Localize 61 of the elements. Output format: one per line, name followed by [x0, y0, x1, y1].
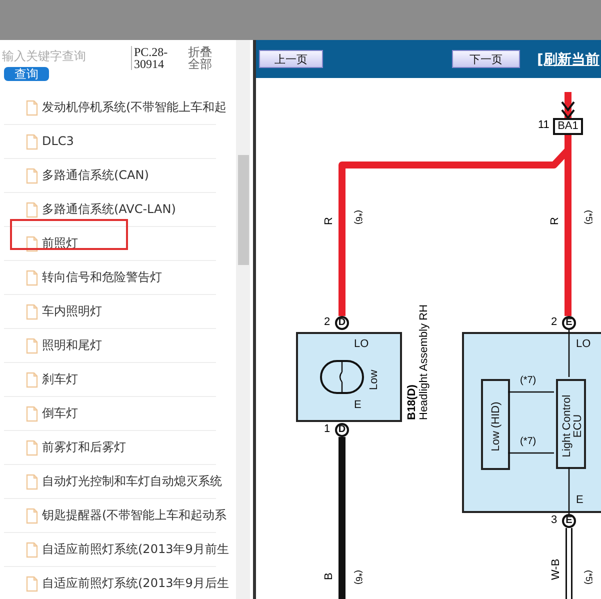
connection-line	[508, 452, 554, 454]
component-label: E	[354, 399, 362, 411]
wire	[567, 528, 571, 599]
code-text: PC.28-30914	[131, 46, 174, 70]
tree-item: 前雾灯和后雾灯	[42, 439, 126, 456]
next-page-button: 下一页	[452, 50, 520, 68]
pin-number: 1	[324, 423, 330, 435]
pin-circle: D	[335, 423, 349, 437]
wire	[561, 92, 575, 119]
component-label: E	[576, 494, 584, 506]
wire-note: (*5)	[584, 210, 594, 225]
wire	[338, 437, 346, 599]
refresh-link: [刷新当前	[537, 51, 600, 69]
ecu-box	[556, 379, 586, 469]
component-label: Low (HID)	[490, 400, 502, 454]
tree-item: 自动灯光控制和车灯自动熄灭系统	[42, 473, 222, 490]
connection-line	[568, 467, 570, 514]
component-label: Low	[368, 370, 380, 390]
component-label: LO	[576, 338, 591, 350]
component-label: LO	[354, 338, 369, 350]
tree-item: 自适应前照灯系统(2013年9月后生	[42, 575, 229, 592]
tree-item: DLC3	[42, 133, 74, 150]
lamp-box	[481, 379, 510, 470]
wire-note: (*5)	[584, 570, 594, 585]
connector-code: B18(D)	[406, 384, 418, 420]
pin-circle: E	[562, 514, 576, 528]
pin-circle: E	[562, 316, 576, 330]
search-button: 查询	[4, 67, 49, 81]
edge-label: (*7)	[520, 436, 536, 447]
edge-label: R	[549, 217, 561, 225]
component-name: Headlight Assembly RH	[418, 304, 430, 420]
edge-label: (*7)	[520, 375, 536, 386]
tree-item: 自适应前照灯系统(2013年9月前生	[42, 541, 229, 558]
connector-label: BA1	[553, 118, 583, 135]
search-field: 输入关键字查询	[2, 45, 128, 67]
tree-item: 照明和尾灯	[42, 337, 102, 354]
pin-number: 2	[324, 316, 330, 328]
edge-label: B	[323, 572, 335, 580]
tree-item: 发动机停机系统(不带智能上车和起	[42, 99, 227, 116]
tree-item: 倒车灯	[42, 405, 78, 422]
pin-circle: D	[335, 316, 349, 330]
headlight-box	[296, 332, 402, 422]
tree-item: 多路通信系统(CAN)	[42, 167, 149, 184]
pin-number: 11	[538, 119, 550, 131]
tree-item: 刹车灯	[42, 371, 78, 388]
edge-label: W-B	[550, 558, 562, 580]
wire-note: (*6)	[354, 210, 364, 225]
component-label: Light Control ECU	[562, 394, 584, 460]
pin-number: 2	[551, 316, 558, 328]
tree-item: 钥匙提醒器(不带智能上车和起动系	[42, 507, 227, 524]
connection-line	[568, 330, 570, 377]
tree-item: 多路通信系统(AVC-LAN)	[42, 201, 176, 218]
pin-number: 3	[551, 514, 558, 526]
tree-item: 转向信号和危险警告灯	[42, 269, 162, 286]
headlight-module-box	[462, 332, 601, 513]
previous-page-button: 上一页	[259, 50, 323, 68]
edge-label: R	[323, 217, 335, 225]
connection-line	[508, 391, 554, 393]
wire-note: (*6)	[354, 570, 364, 585]
collapse-link: 折叠全部	[188, 46, 213, 70]
tree-item: 车内照明灯	[42, 303, 102, 320]
